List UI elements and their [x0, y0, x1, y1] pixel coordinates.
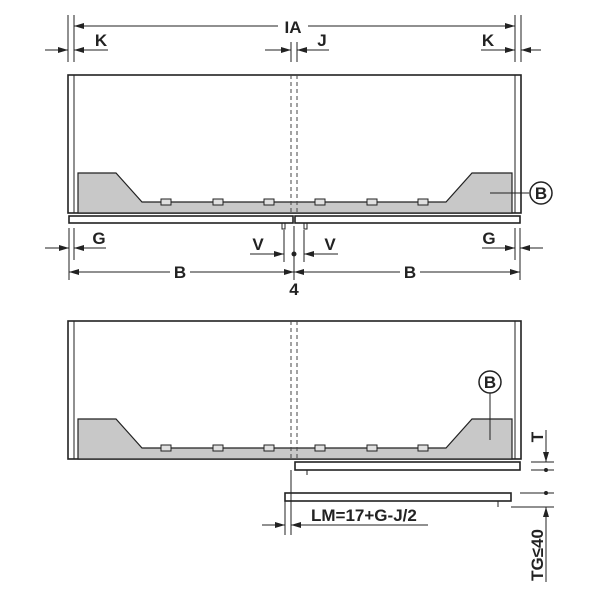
- label-t: T: [528, 431, 547, 442]
- drawer-profile-2: [77, 418, 513, 460]
- label-j: J: [317, 31, 326, 50]
- dimension-k-right: K: [481, 31, 541, 53]
- label-ia: IA: [285, 18, 302, 37]
- label-b-left: B: [174, 263, 186, 282]
- fixing-holes: [160, 198, 429, 206]
- callout-b-top: B: [490, 181, 553, 205]
- label-tg: TG≤40: [528, 529, 547, 581]
- label-lm-formula: LM=17+G-J/2: [311, 506, 417, 525]
- drawer-profile: [77, 172, 513, 214]
- top-view: IA K J K: [45, 15, 553, 299]
- label-g-left: G: [92, 229, 105, 248]
- door-closed: [294, 461, 521, 471]
- dimension-v: V V: [250, 235, 338, 257]
- dimension-j: J: [265, 31, 329, 53]
- dimension-g-right: G: [482, 229, 543, 251]
- dimension-t: T: [528, 430, 554, 472]
- callout-b-bottom: B: [478, 370, 502, 440]
- label-k-right: K: [482, 31, 495, 50]
- door-left: [68, 215, 294, 224]
- cabinet-outline: [67, 74, 522, 214]
- dimension-ia: IA: [74, 18, 515, 37]
- dimension-b: B B 4: [69, 263, 520, 299]
- dimension-g-left: G: [45, 229, 106, 251]
- cabinet-outline-2: [67, 320, 522, 460]
- bottom-view: B LM=17+G-J/2 T TG≤40: [67, 320, 554, 582]
- label-v-right: V: [324, 235, 336, 254]
- label-gap-4: 4: [289, 280, 299, 299]
- label-callout-bottom: B: [484, 373, 496, 392]
- label-callout-top: B: [535, 184, 547, 203]
- door-right: [294, 215, 521, 224]
- fixing-holes-2: [160, 444, 429, 452]
- dimension-tg: TG≤40: [511, 491, 554, 582]
- label-b-right: B: [404, 263, 416, 282]
- dimension-k-left: K: [45, 31, 108, 53]
- door-offset: [284, 492, 512, 502]
- dimension-lm: LM=17+G-J/2: [262, 506, 428, 528]
- label-v-left: V: [252, 235, 264, 254]
- label-k-left: K: [95, 31, 108, 50]
- label-g-right: G: [482, 229, 495, 248]
